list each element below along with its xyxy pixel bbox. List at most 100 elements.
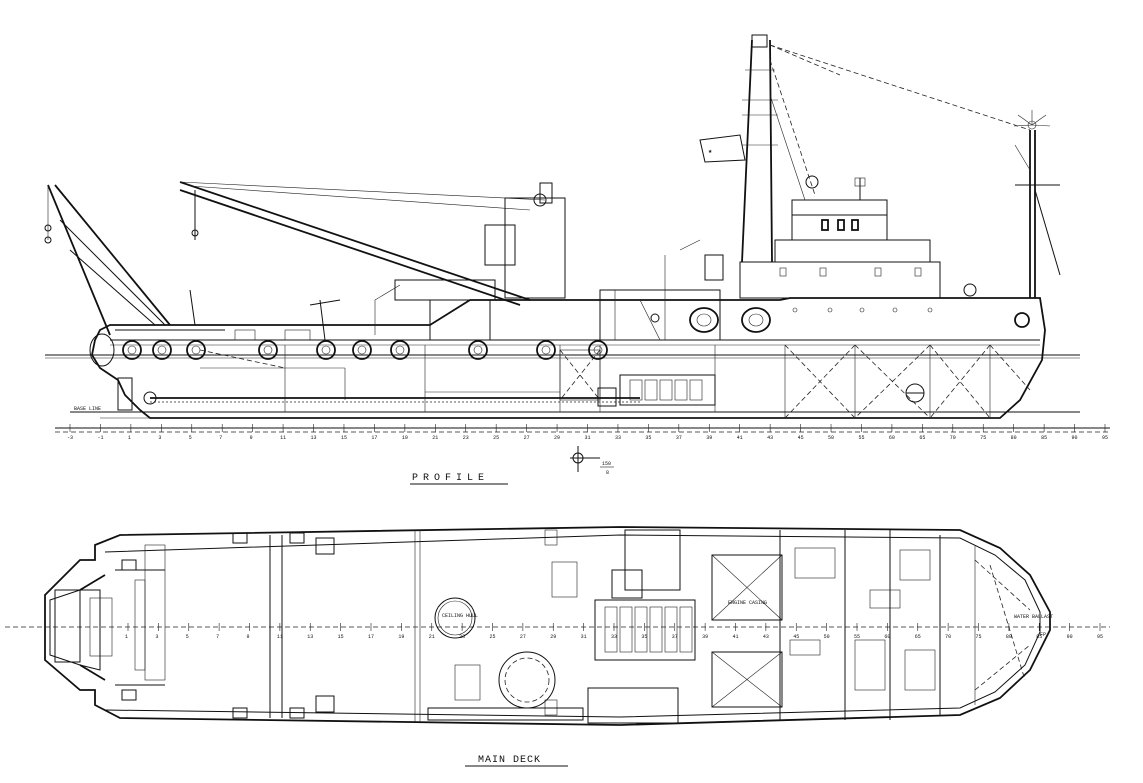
deck-frame-tick-label: 31	[581, 634, 587, 640]
profile-frame-tick-label: 31	[585, 435, 591, 441]
profile-frame-tick-label: 11	[280, 435, 286, 441]
deck-frame-tick-label: 5	[186, 634, 189, 640]
engine-casing: ENGINE CASING	[711, 554, 783, 708]
deck-frame-tick-label: 17	[368, 634, 374, 640]
profile-frame-tick-label: -3	[67, 435, 73, 441]
deck-hull-outline	[44, 526, 1051, 726]
hatch	[498, 651, 556, 709]
water-ballast-label: WATER BALLAST	[1014, 614, 1053, 620]
superstructure	[739, 175, 1030, 328]
profile-frame-tick-label: 27	[524, 435, 530, 441]
deck-frame-tick-label: 35	[641, 634, 647, 640]
deck-frame-tick-label: 85	[1036, 634, 1042, 640]
deck-frame-tick-label: 95	[1097, 634, 1103, 640]
deck-frame-tick-label: 27	[520, 634, 526, 640]
main-deck-title: MAIN DECK	[478, 755, 541, 766]
deck-frame-tick-label: 65	[915, 634, 921, 640]
profile-frame-tick-label: 29	[554, 435, 560, 441]
deck-frame-tick-label: 39	[702, 634, 708, 640]
deck-frame-tick-label: 50	[824, 634, 830, 640]
deck-frame-tick-label: 90	[1067, 634, 1073, 640]
deck-frame-tick-label: 3	[155, 634, 158, 640]
forward-compartments: WATER BALLAST FP	[779, 530, 1053, 720]
flag-icon	[699, 134, 746, 163]
main-mast: ★	[699, 34, 1031, 263]
ceiling-hull: CEILING HULL	[434, 597, 478, 639]
ceiling-hull-label: CEILING HULL	[442, 613, 478, 619]
rudder	[117, 377, 133, 411]
profile-frame-tick-label: 3	[158, 435, 161, 441]
profile-view: BASE LINE	[44, 34, 1110, 485]
profile-frame-tick-label: 41	[737, 435, 743, 441]
scale-marker: 150 8	[570, 446, 614, 476]
profile-frame-tick-label: 13	[311, 435, 317, 441]
profile-frame-tick-label: 85	[1041, 435, 1047, 441]
stern-a-frame	[44, 184, 171, 367]
deck-frame-tick-label: 9	[247, 634, 250, 640]
profile-frame-tick-label: 19	[402, 435, 408, 441]
profile-frame-tick-label: 23	[463, 435, 469, 441]
profile-frame-tick-label: 39	[706, 435, 712, 441]
deck-frame-tick-label: 1	[125, 634, 128, 640]
profile-frame-tick-label: 7	[219, 435, 222, 441]
deck-frame-tick-label: 43	[763, 634, 769, 640]
stern-frame-plan	[49, 544, 166, 686]
engine-casing-label: ENGINE CASING	[728, 600, 767, 606]
anchor-icon	[1014, 312, 1030, 328]
deck-frame-tick-label: 29	[550, 634, 556, 640]
base-line-label: BASE LINE	[74, 406, 101, 412]
profile-frame-tick-label: 15	[341, 435, 347, 441]
deck-frame-tick-label: 37	[672, 634, 678, 640]
profile-frame-tick-label: 80	[1011, 435, 1017, 441]
profile-frame-tick-label: 60	[889, 435, 895, 441]
deck-frame-tick-label: 80	[1006, 634, 1012, 640]
aft-deck-rail	[115, 289, 341, 341]
profile-frame-tick-label: 9	[250, 435, 253, 441]
deck-frame-tick-label: 21	[429, 634, 435, 640]
tank-crosses	[199, 344, 1031, 419]
profile-frame-tick-label: 45	[798, 435, 804, 441]
profile-frame-tick-label: 43	[767, 435, 773, 441]
scale-numerator: 150	[602, 461, 611, 467]
profile-title: PROFILE	[412, 473, 489, 484]
profile-frame-tick-label: 90	[1072, 435, 1078, 441]
fp-label: FP	[1040, 632, 1046, 638]
deck-frame-tick-label: 25	[490, 634, 496, 640]
engine-room	[594, 529, 696, 661]
main-deck-view: CEILING HULL	[5, 526, 1110, 767]
profile-frame-tick-label: 55	[858, 435, 864, 441]
profile-frame-tick-label: 70	[950, 435, 956, 441]
profile-frame-tick-label: 50	[828, 435, 834, 441]
deck-frame-tick-label: 41	[733, 634, 739, 640]
bollards	[121, 532, 335, 719]
profile-frame-tick-label: 65	[919, 435, 925, 441]
profile-frame-tick-label: 21	[432, 435, 438, 441]
profile-frame-tick-label: 33	[615, 435, 621, 441]
deck-frame-tick-label: 70	[945, 634, 951, 640]
deck-frame-tick-label: 19	[398, 634, 404, 640]
scale-denominator: 8	[606, 470, 609, 476]
profile-frame-tick-label: 17	[371, 435, 377, 441]
deck-partitions	[269, 529, 679, 724]
deck-frame-tick-label: 45	[793, 634, 799, 640]
deck-frame-tick-label: 7	[216, 634, 219, 640]
profile-frame-tick-label: 95	[1102, 435, 1108, 441]
propeller	[143, 391, 157, 405]
deck-frame-tick-label: 23	[459, 634, 465, 640]
main-crane	[179, 181, 566, 341]
profile-frame-tick-label: 37	[676, 435, 682, 441]
hull-outline	[91, 297, 1046, 419]
deck-frame-tick-label: 60	[884, 634, 890, 640]
deck-frame-tick-label: 75	[976, 634, 982, 640]
deck-frame-tick-label: 33	[611, 634, 617, 640]
profile-frame-tick-label: 35	[645, 435, 651, 441]
svg-text:★: ★	[708, 148, 713, 156]
profile-frame-tick-label: 75	[980, 435, 986, 441]
midship-gantry	[599, 239, 724, 341]
profile-frame-tick-label: 5	[189, 435, 192, 441]
main-engine	[597, 374, 716, 407]
profile-frame-tick-label: -1	[97, 435, 103, 441]
